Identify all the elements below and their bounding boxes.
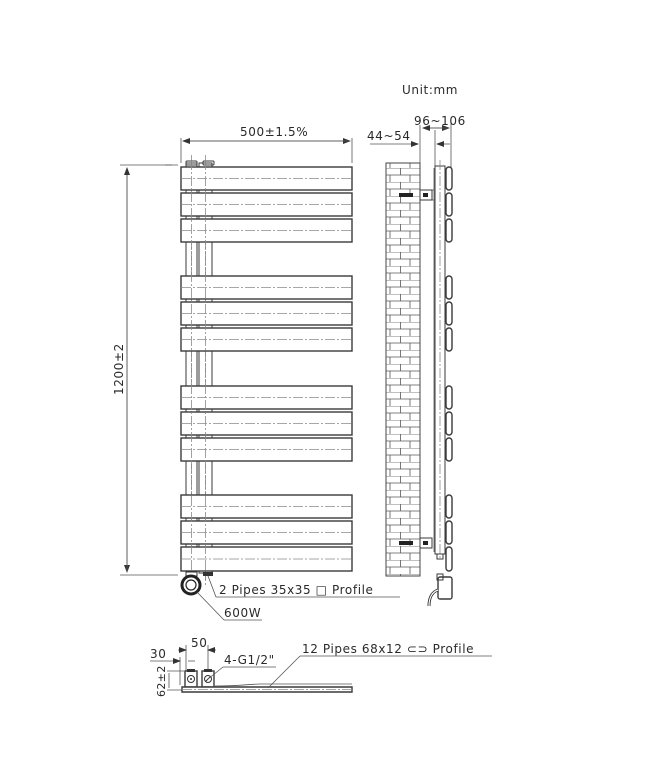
width-dimension: 500±1.5% <box>180 125 353 163</box>
bottom-view: 50 30 62±2 <box>150 636 492 697</box>
wall-brick <box>385 162 421 577</box>
wall-gap-label: 44~54 <box>367 129 411 143</box>
width-dimension-label: 500±1.5% <box>240 125 308 139</box>
heating-element <box>180 571 213 596</box>
vertical-pipes-label: 2 Pipes 35x35 □ Profile <box>219 583 374 597</box>
dim-62-label: 62±2 <box>155 665 168 697</box>
height-dimension-label: 1200±2 <box>112 343 126 395</box>
depth-dimension: 96~106 <box>414 114 466 175</box>
heating-element-callout: 600W <box>196 591 262 621</box>
horizontal-pipes-callout: 12 Pipes 68x12 ⊂⊃ Profile <box>267 642 492 689</box>
heating-element-label: 600W <box>224 606 261 620</box>
panel-profiles-side <box>445 166 453 572</box>
panel-group-4 <box>180 494 353 572</box>
dim-50-label: 50 <box>191 636 207 650</box>
wall-bracket-bottom <box>399 537 433 549</box>
height-dimension: 1200±2 <box>112 164 178 576</box>
connection-label: 4-G1/2" <box>224 653 275 667</box>
unit-label: Unit:mm <box>402 83 458 97</box>
horizontal-pipes-label: 12 Pipes 68x12 ⊂⊃ Profile <box>302 642 474 656</box>
wall-bracket-top <box>399 189 435 201</box>
panel-group-2 <box>180 275 353 352</box>
depth-label: 96~106 <box>414 114 466 128</box>
panel-group-1 <box>180 166 353 243</box>
dim-30-label: 30 <box>150 647 166 661</box>
side-view: 44~54 96~106 <box>367 114 466 607</box>
connection-callout: 4-G1/2" <box>207 653 276 680</box>
vertical-pipes-callout: 2 Pipes 35x35 □ Profile <box>207 575 400 598</box>
dim-62: 62±2 <box>155 665 184 697</box>
panel-group-3 <box>180 385 353 462</box>
heating-element-side <box>427 553 453 607</box>
wall-gap-dimension: 44~54 <box>367 125 450 170</box>
front-view: 500±1.5% 1200±2 <box>112 125 400 621</box>
